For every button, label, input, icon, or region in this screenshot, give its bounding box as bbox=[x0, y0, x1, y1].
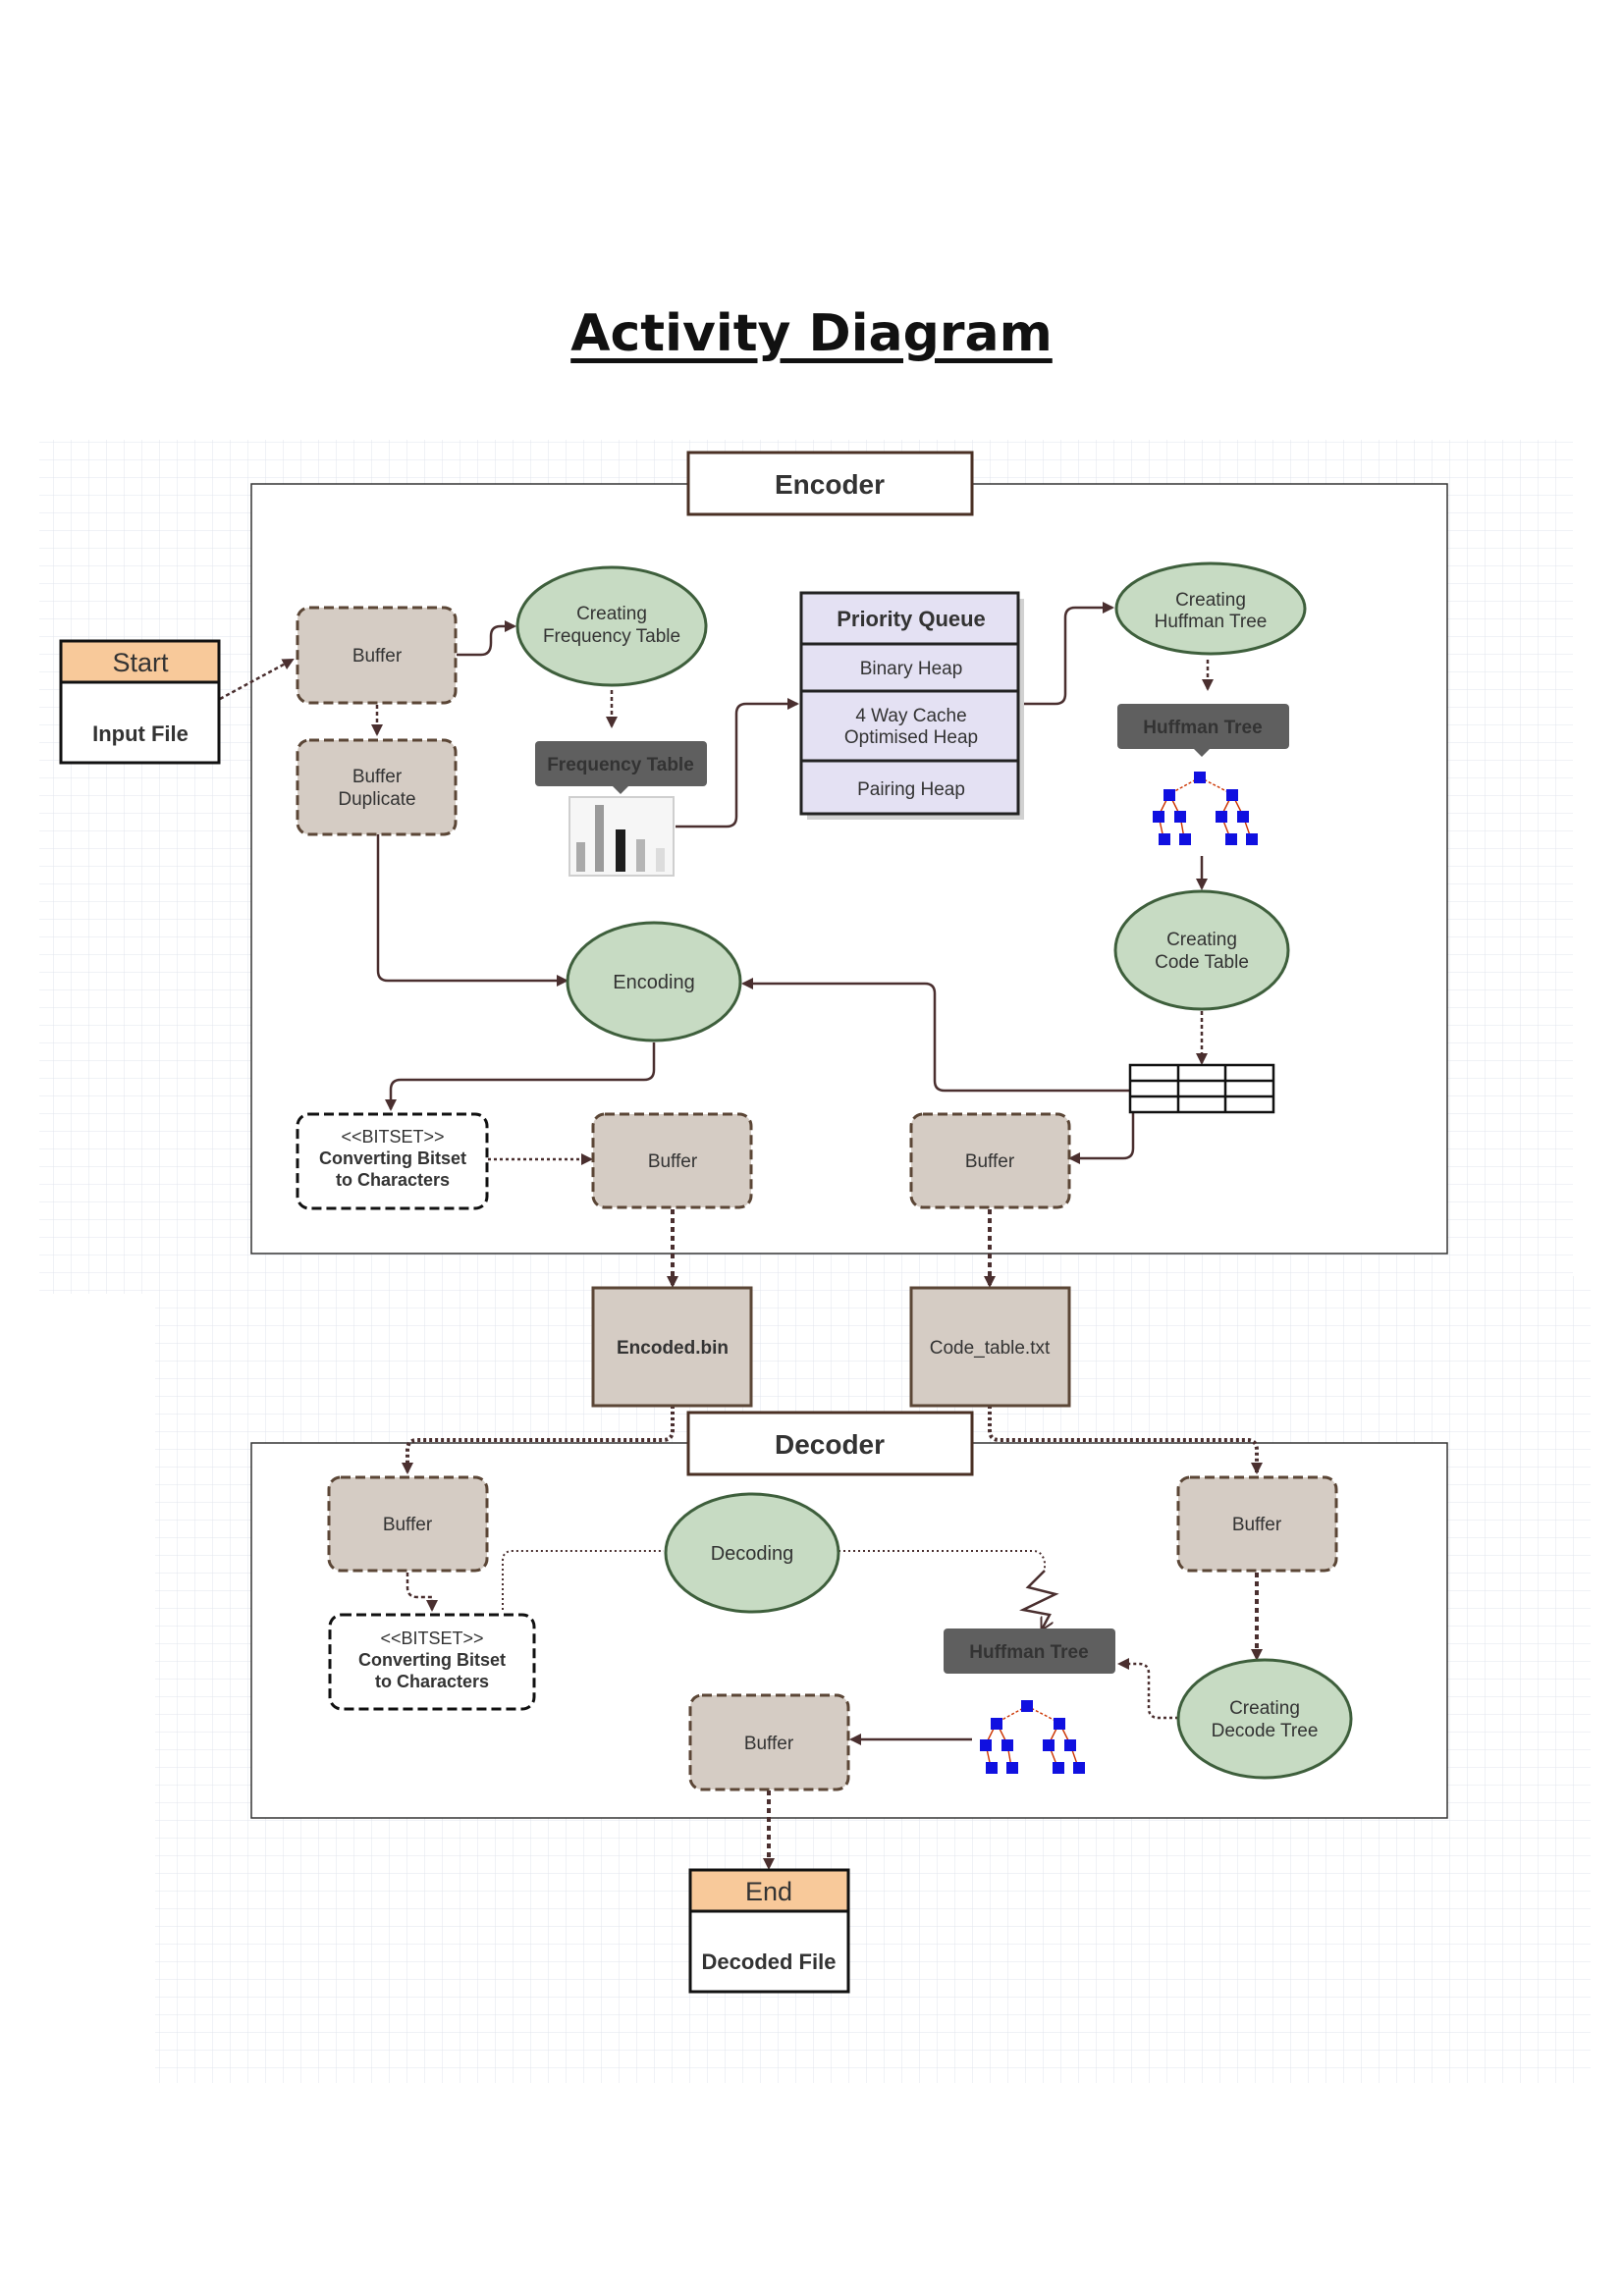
connector-bitset-to-decoding bbox=[502, 1550, 664, 1610]
decoder-bitset-converter-node: <<BITSET>> Converting Bitset to Characte… bbox=[328, 1613, 536, 1711]
page-title: Activity Diagram bbox=[570, 304, 1053, 363]
svg-text:Buffer: Buffer bbox=[744, 1734, 794, 1754]
svg-text:Buffer: Buffer bbox=[352, 767, 403, 787]
connector-decoding-to-tree bbox=[839, 1550, 1046, 1571]
svg-text:to Characters: to Characters bbox=[336, 1170, 450, 1190]
svg-text:Optimised Heap: Optimised Heap bbox=[844, 727, 978, 748]
connectors bbox=[219, 602, 1263, 1870]
arrow-duplicate-to-encoding bbox=[376, 834, 568, 987]
svg-text:Buffer: Buffer bbox=[383, 1515, 433, 1535]
svg-text:Encoding: Encoding bbox=[613, 972, 694, 993]
svg-text:End: End bbox=[745, 1877, 792, 1906]
decoder-buffer-bottom-node: Buffer bbox=[688, 1693, 850, 1791]
buffer-output-right-node: Buffer bbox=[909, 1112, 1071, 1209]
code-table-file: Code_table.txt bbox=[909, 1286, 1071, 1408]
svg-text:Buffer: Buffer bbox=[1232, 1515, 1282, 1535]
creating-frequency-table-node: Creating Frequency Table bbox=[515, 565, 708, 687]
decoder-huffman-tree-label: Huffman Tree bbox=[944, 1629, 1115, 1674]
creating-code-table-node: Creating Code Table bbox=[1113, 889, 1290, 1011]
svg-text:Converting Bitset: Converting Bitset bbox=[319, 1148, 466, 1168]
svg-text:Encoded.bin: Encoded.bin bbox=[617, 1338, 729, 1359]
end-node: End Decoded File bbox=[688, 1868, 850, 1994]
arrow-queue-to-creating-huffman bbox=[1024, 602, 1114, 706]
arrow-lightning-to-tree-label bbox=[1019, 1570, 1059, 1629]
encoded-bin-file: Encoded.bin bbox=[591, 1286, 753, 1408]
decoder-buffer-right-node: Buffer bbox=[1176, 1475, 1338, 1573]
buffer-duplicate-node: Buffer Duplicate bbox=[296, 738, 458, 836]
svg-text:Priority Queue: Priority Queue bbox=[837, 607, 986, 631]
svg-text:Creating: Creating bbox=[1175, 590, 1246, 611]
svg-text:<<BITSET>>: <<BITSET>> bbox=[380, 1629, 483, 1648]
decoding-node: Decoding bbox=[664, 1492, 840, 1614]
svg-text:Decode Tree: Decode Tree bbox=[1212, 1721, 1319, 1741]
svg-text:Duplicate: Duplicate bbox=[338, 789, 415, 810]
svg-text:Decoded File: Decoded File bbox=[702, 1949, 837, 1974]
arrow-grid-to-buffer-right bbox=[1068, 1090, 1135, 1164]
svg-text:Huffman Tree: Huffman Tree bbox=[1143, 718, 1262, 738]
decoder-buffer-left-node: Buffer bbox=[327, 1475, 489, 1573]
encoder-label: Encoder bbox=[775, 469, 885, 500]
svg-text:Huffman Tree: Huffman Tree bbox=[969, 1642, 1088, 1663]
svg-text:to Characters: to Characters bbox=[375, 1672, 489, 1691]
svg-text:Code_table.txt: Code_table.txt bbox=[930, 1338, 1051, 1359]
svg-text:Huffman Tree: Huffman Tree bbox=[1155, 612, 1268, 632]
priority-queue-node: Priority Queue Binary Heap 4 Way Cache O… bbox=[799, 591, 1024, 820]
frequency-table-label: Frequency Table bbox=[535, 741, 707, 794]
arrow-encoding-to-bitset bbox=[385, 1042, 656, 1111]
buffer-output-left-node: Buffer bbox=[591, 1112, 753, 1209]
arrow-dec-buffer-to-bitset bbox=[406, 1573, 438, 1612]
svg-text:Converting Bitset: Converting Bitset bbox=[358, 1650, 506, 1670]
huffman-tree-label: Huffman Tree bbox=[1117, 704, 1289, 757]
svg-text:Frequency Table: Frequency Table bbox=[547, 755, 694, 775]
svg-text:<<BITSET>>: <<BITSET>> bbox=[341, 1127, 444, 1147]
buffer-input-node: Buffer bbox=[296, 606, 458, 705]
encoding-node: Encoding bbox=[566, 921, 742, 1042]
arrow-grid-to-encoding bbox=[741, 978, 1130, 1093]
svg-text:Code Table: Code Table bbox=[1155, 952, 1249, 973]
svg-text:Frequency Table: Frequency Table bbox=[543, 626, 680, 647]
arrow-buffer-to-creating-freq bbox=[457, 620, 516, 657]
svg-text:Binary Heap: Binary Heap bbox=[860, 659, 963, 679]
svg-text:Creating: Creating bbox=[1229, 1698, 1300, 1719]
bitset-converter-node: <<BITSET>> Converting Bitset to Characte… bbox=[296, 1112, 489, 1210]
creating-huffman-tree-node: Creating Huffman Tree bbox=[1114, 561, 1307, 656]
frequency-bar-chart-icon bbox=[568, 796, 675, 877]
svg-text:Decoding: Decoding bbox=[711, 1543, 794, 1565]
svg-text:4 Way Cache: 4 Way Cache bbox=[855, 706, 966, 726]
start-header: Start bbox=[112, 648, 169, 677]
start-node: Start Input File bbox=[59, 639, 221, 765]
code-table-grid-icon bbox=[1128, 1063, 1275, 1114]
svg-text:Pairing Heap: Pairing Heap bbox=[857, 779, 965, 800]
svg-text:Creating: Creating bbox=[576, 604, 647, 624]
arrow-start-to-buffer bbox=[219, 658, 295, 701]
decoder-label: Decoder bbox=[775, 1429, 885, 1460]
input-file-label: Input File bbox=[92, 721, 189, 746]
svg-text:Creating: Creating bbox=[1166, 930, 1237, 950]
creating-decode-tree-node: Creating Decode Tree bbox=[1176, 1658, 1353, 1780]
svg-text:Buffer: Buffer bbox=[352, 646, 403, 667]
svg-text:Buffer: Buffer bbox=[648, 1151, 698, 1172]
arrow-creating-decode-to-tree-label bbox=[1117, 1658, 1178, 1720]
svg-text:Buffer: Buffer bbox=[965, 1151, 1015, 1172]
arrow-freq-chart-to-queue bbox=[676, 698, 799, 828]
